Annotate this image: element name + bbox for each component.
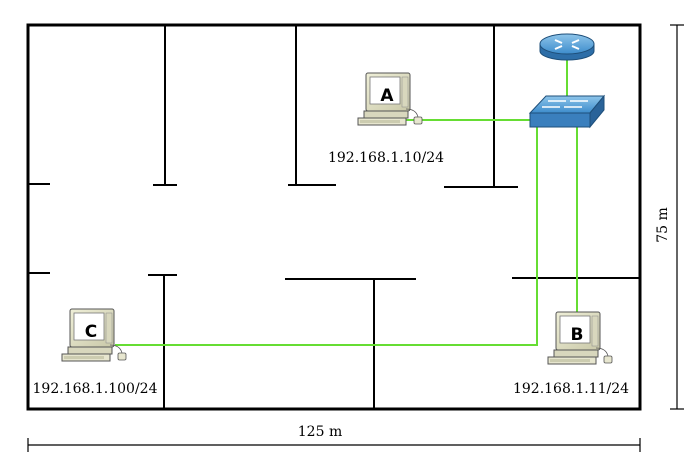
computer-c: C bbox=[61, 308, 127, 362]
computer-b-label: B bbox=[571, 325, 584, 345]
network-links bbox=[115, 60, 578, 346]
computer-b-ip: 192.168.1.11/24 bbox=[513, 381, 629, 397]
computer-c-label: C bbox=[85, 322, 97, 342]
interior-walls bbox=[28, 25, 640, 409]
switch-icon bbox=[528, 94, 606, 129]
building-outline bbox=[26, 23, 642, 411]
link-switch-c bbox=[115, 126, 538, 346]
width-dimension bbox=[27, 438, 641, 452]
height-dimension bbox=[670, 24, 684, 410]
computer-a-ip: 192.168.1.10/24 bbox=[328, 150, 444, 166]
computer-c-ip: 192.168.1.100/24 bbox=[33, 381, 158, 397]
router-icon bbox=[539, 33, 595, 61]
height-label: 75 m bbox=[655, 207, 671, 243]
computer-a: A bbox=[357, 72, 423, 126]
computer-a-label: A bbox=[380, 86, 394, 106]
width-label: 125 m bbox=[298, 424, 342, 440]
computer-b: B bbox=[547, 311, 613, 365]
